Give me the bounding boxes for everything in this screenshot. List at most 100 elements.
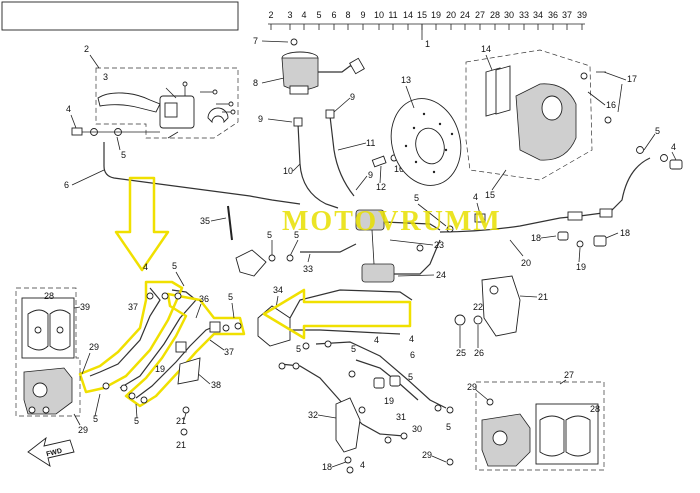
fwd-label: FWD [46, 448, 63, 459]
abs-junction-block: 23 24 [355, 209, 446, 283]
callout-21: 21 [176, 416, 186, 426]
header-num: 9 [360, 10, 365, 20]
clamp-icon [207, 107, 229, 124]
callout-27: 27 [564, 370, 574, 380]
callout-37: 37 [224, 347, 234, 357]
callout-9: 9 [258, 114, 263, 124]
header-num: 8 [345, 10, 350, 20]
callout-13: 13 [401, 75, 411, 85]
brake-pad-icon [539, 415, 565, 457]
callout-4: 4 [360, 460, 365, 470]
callout-10: 10 [283, 166, 293, 176]
callout-29: 29 [422, 450, 432, 460]
callout-5: 5 [446, 422, 451, 432]
callout-29: 29 [467, 382, 477, 392]
title-box [1, 1, 239, 31]
header-num: 14 [403, 10, 413, 20]
brake-line-6 [103, 142, 301, 205]
callout-21: 21 [176, 440, 186, 450]
callout-17: 17 [627, 74, 637, 84]
banjo-bolt-icon [71, 127, 83, 136]
callout-5: 5 [121, 150, 126, 160]
callout-23: 23 [434, 240, 444, 250]
header-num: 19 [431, 10, 441, 20]
highlight-arrow-left [262, 288, 412, 340]
callout-6: 6 [64, 180, 69, 190]
rear-right-caliper-group: 27 28 29 29 [422, 370, 605, 471]
rear-right-bracket-assembly: 25 26 22 21 [454, 275, 548, 358]
rear-brake-lines-highlighted [78, 280, 246, 408]
header-num: 10 [374, 10, 384, 20]
header-number-row: 2 3 4 5 6 8 9 10 11 14 15 19 20 24 27 28… [268, 10, 587, 49]
rear-center-lines: 5 5 4 4 6 5 19 31 30 5 [278, 334, 454, 444]
hose-11 [329, 115, 355, 197]
callout-18: 18 [322, 462, 332, 472]
callout-22: 22 [473, 302, 483, 312]
bracket-icon [235, 249, 267, 277]
caliper-body-icon [515, 83, 577, 161]
callout-31: 31 [396, 412, 406, 422]
callout-5: 5 [228, 292, 233, 302]
brake-fluid-reservoir: 7 8 [253, 36, 365, 95]
callout-16: 16 [394, 164, 404, 174]
callout-5: 5 [655, 126, 660, 136]
header-num: 28 [490, 10, 500, 20]
header-num: 3 [287, 10, 292, 20]
callout-19: 19 [384, 396, 394, 406]
callout-19: 19 [155, 364, 165, 374]
front-caliper-group: 14 15 16 17 [465, 44, 637, 200]
callout-4: 4 [671, 142, 676, 152]
header-num: 27 [475, 10, 485, 20]
callout-9: 9 [368, 170, 373, 180]
header-num: 5 [316, 10, 321, 20]
callout-25: 25 [456, 348, 466, 358]
header-num: 30 [504, 10, 514, 20]
brake-lever-icon [97, 92, 161, 113]
header-num: 34 [533, 10, 543, 20]
header-num: 33 [519, 10, 529, 20]
rear-caliper-icon [23, 367, 73, 415]
header-num: 20 [446, 10, 456, 20]
callout-5: 5 [93, 414, 98, 424]
callout-5: 5 [294, 230, 299, 240]
callout-5: 5 [134, 416, 139, 426]
callout-33: 33 [303, 264, 313, 274]
callout-4: 4 [409, 334, 414, 344]
callout-28: 28 [44, 291, 54, 301]
callout-11: 11 [366, 138, 375, 148]
callout-9: 9 [350, 92, 355, 102]
header-num: 37 [562, 10, 572, 20]
header-num: 2 [268, 10, 273, 20]
rear-left-caliper-group: 28 39 29 29 [15, 287, 99, 435]
callout-18: 18 [531, 233, 541, 243]
callout-36: 36 [199, 294, 209, 304]
callout-4: 4 [143, 262, 148, 272]
brake-disc: 13 [390, 75, 462, 186]
callout-6: 6 [410, 350, 415, 360]
callout-16: 16 [606, 100, 616, 110]
header-num: 36 [548, 10, 558, 20]
callout-3: 3 [103, 72, 108, 82]
callout-20: 20 [521, 258, 531, 268]
callout-19: 19 [576, 262, 586, 272]
callout-29: 29 [78, 425, 88, 435]
callout-32: 32 [308, 410, 318, 420]
callout-8: 8 [253, 78, 258, 88]
watermark-text: MOTOVRUMM [282, 206, 502, 237]
bracket-32: 32 18 4 [308, 397, 365, 474]
callout-34: 34 [273, 285, 283, 295]
callout-18: 18 [620, 228, 630, 238]
header-num: 39 [577, 10, 587, 20]
handlebar-master-cylinder-group: 2 3 [84, 44, 239, 139]
highlight-arrow-down [114, 176, 170, 272]
callout-7: 7 [253, 36, 258, 46]
callout-35: 35 [200, 216, 210, 226]
header-num: 15 [417, 10, 427, 20]
callout-5: 5 [351, 344, 356, 354]
bolt-icon [371, 155, 387, 168]
callout-12: 12 [376, 182, 386, 192]
callout-2: 2 [84, 44, 89, 54]
brake-pad-icon [565, 415, 591, 457]
